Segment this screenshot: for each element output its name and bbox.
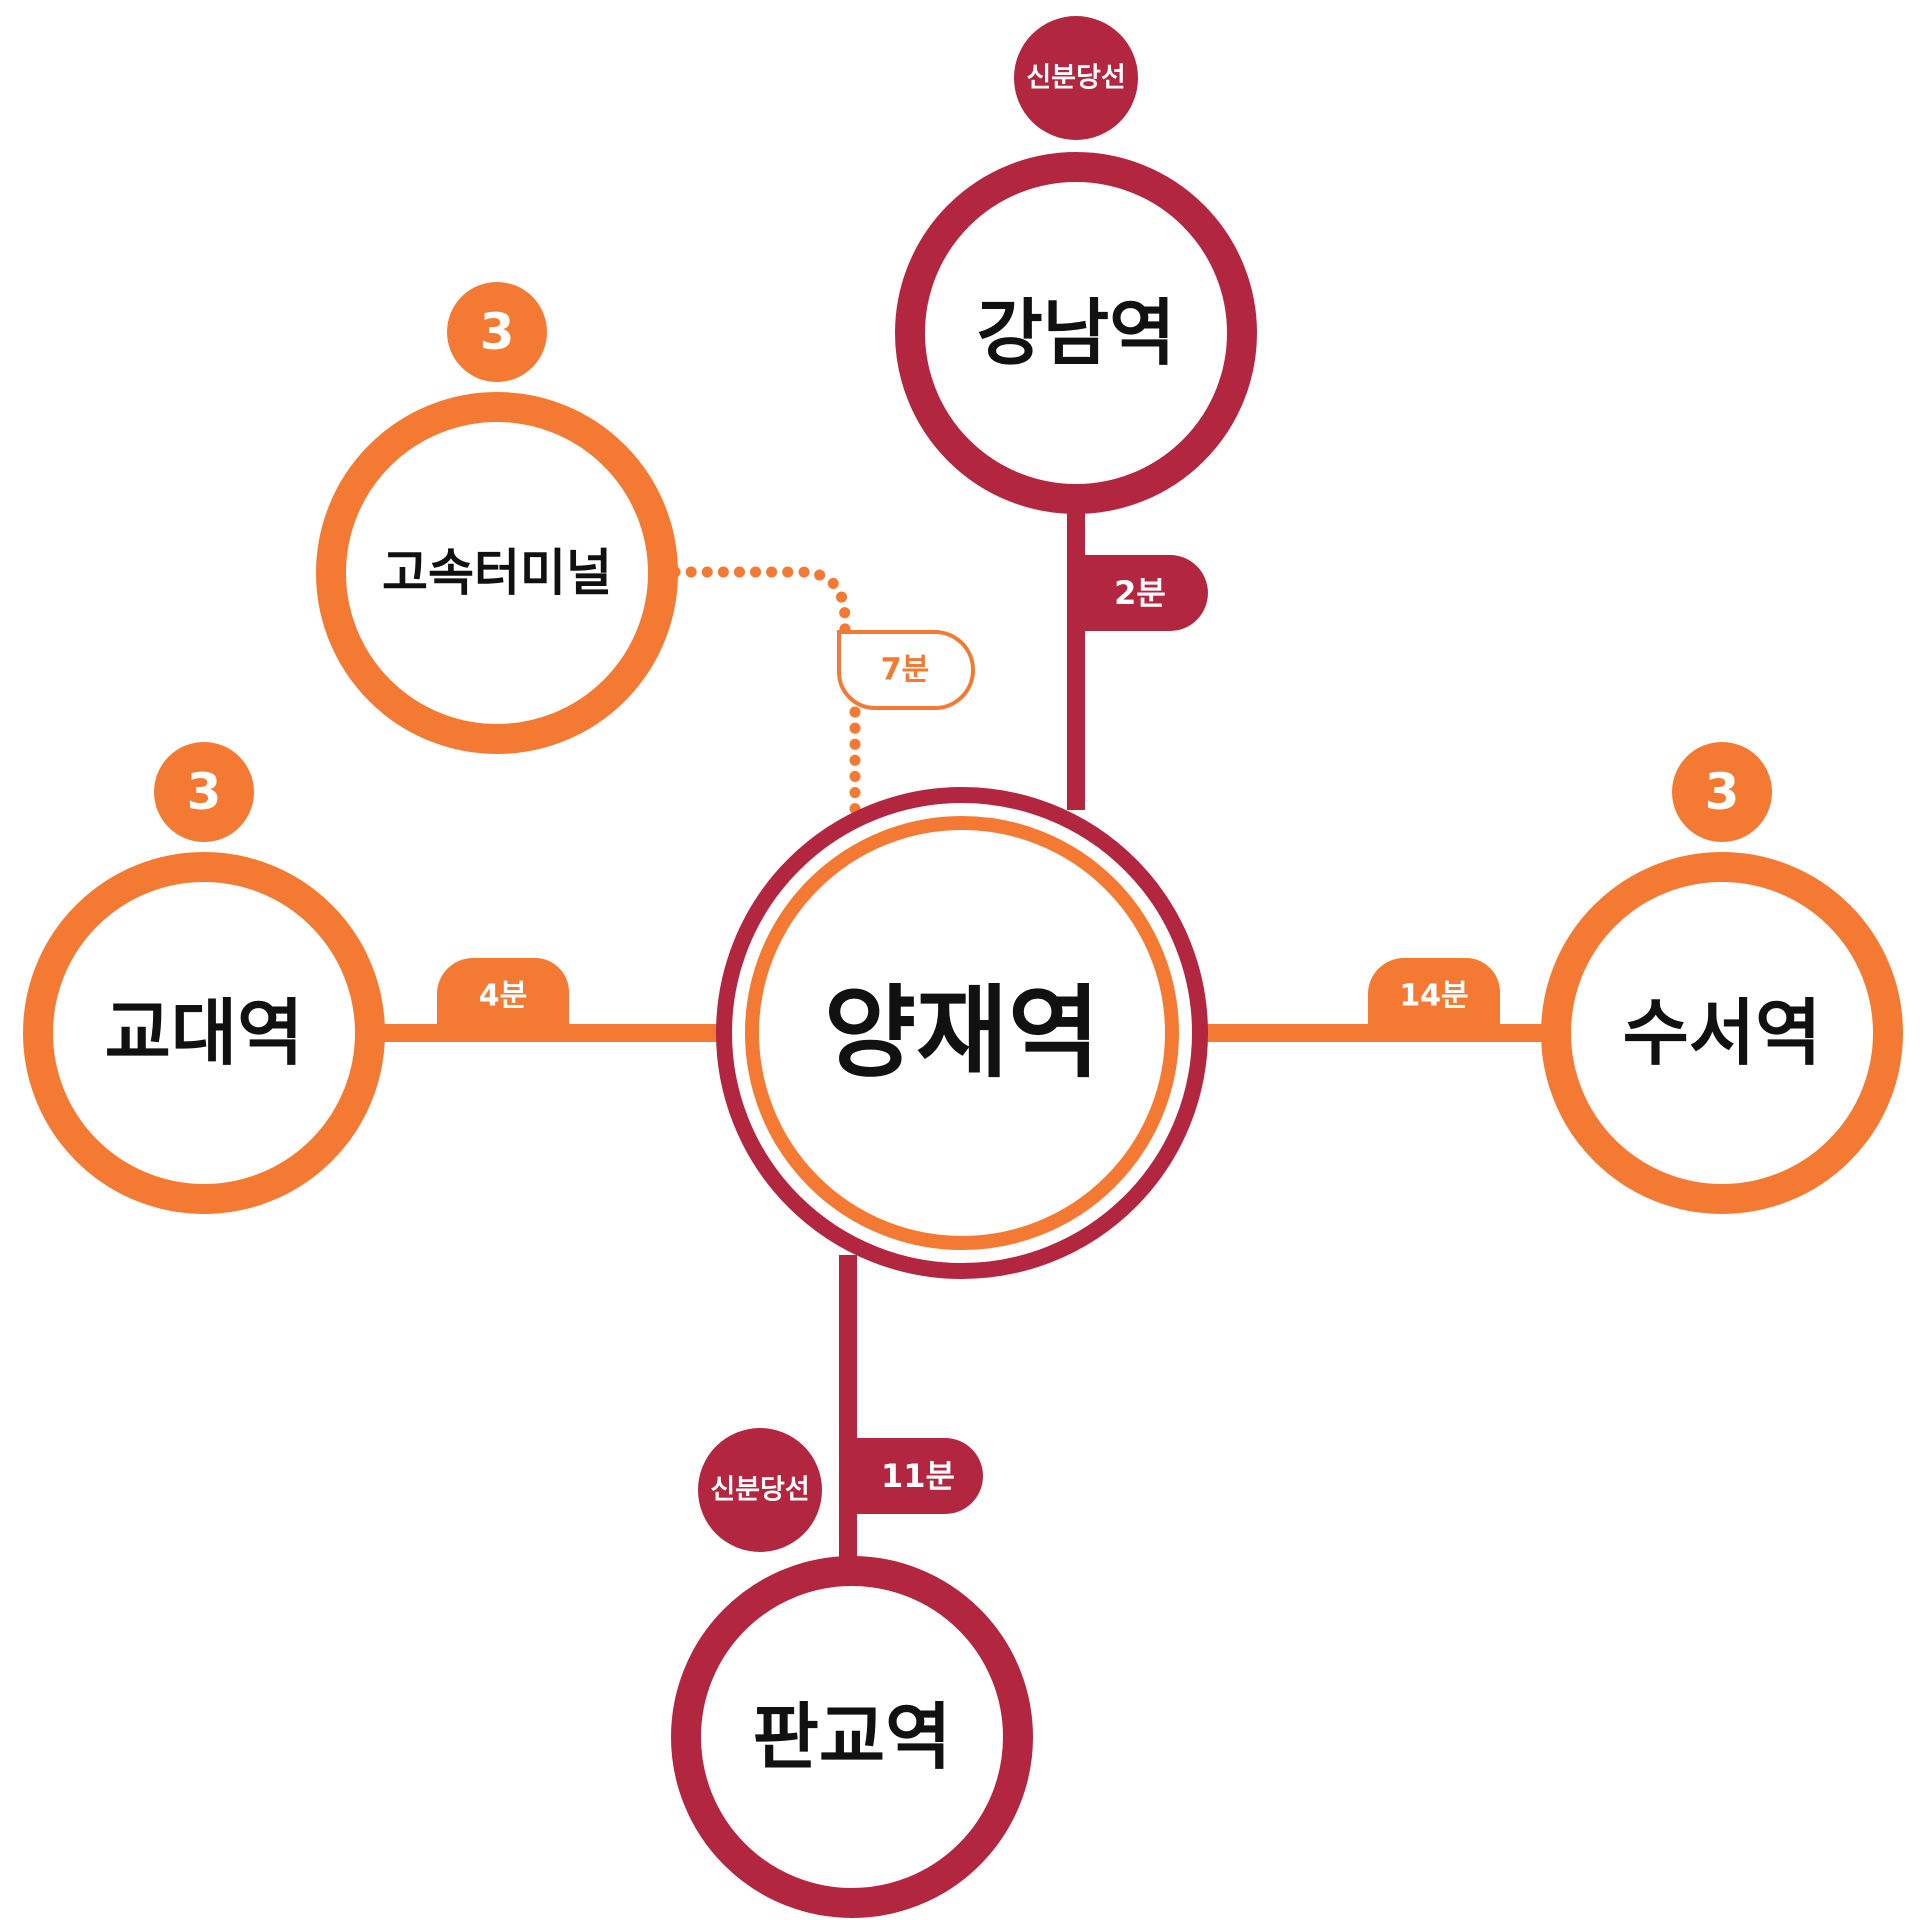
station-express-terminal[interactable]: 고속터미널 xyxy=(316,392,678,754)
station-gangnam-name: 강남역 xyxy=(977,291,1176,375)
center-station-yangjae[interactable]: 양재역 xyxy=(716,787,1208,1279)
line-badge-suseo: 3 xyxy=(1672,742,1772,842)
station-express-terminal-name: 고속터미널 xyxy=(382,544,612,602)
travel-time-badge-express-terminal: 7분 xyxy=(837,630,975,710)
line-badge-gyodae-label: 3 xyxy=(187,763,222,821)
line-badge-gyodae: 3 xyxy=(154,742,254,842)
travel-time-suseo: 14분 xyxy=(1399,979,1468,1014)
line-badge-pangyo-label: 신분당선 xyxy=(710,1475,809,1506)
dotted-line-to-express-terminal xyxy=(669,566,861,846)
station-pangyo[interactable]: 판교역 xyxy=(671,1556,1033,1918)
travel-time-gyodae: 4분 xyxy=(479,979,527,1014)
line-badge-gangnam: 신분당선 xyxy=(1014,16,1138,140)
travel-time-badge-suseo: 14분 xyxy=(1368,958,1500,1025)
line-badge-express-terminal-label: 3 xyxy=(480,303,515,361)
travel-time-express-terminal: 7분 xyxy=(881,653,929,688)
center-station-name: 양재역 xyxy=(824,975,1100,1092)
station-suseo[interactable]: 수서역 xyxy=(1541,852,1903,1214)
line-badge-express-terminal: 3 xyxy=(447,282,547,382)
station-suseo-name: 수서역 xyxy=(1623,991,1822,1075)
travel-time-gangnam: 2분 xyxy=(1114,574,1166,612)
travel-time-badge-pangyo: 11분 xyxy=(857,1438,983,1514)
line-badge-pangyo: 신분당선 xyxy=(698,1428,822,1552)
travel-time-pangyo: 11분 xyxy=(881,1457,955,1495)
station-gangnam[interactable]: 강남역 xyxy=(895,152,1257,514)
line-badge-suseo-label: 3 xyxy=(1705,763,1740,821)
station-gyodae-name: 교대역 xyxy=(105,991,304,1075)
line-badge-gangnam-label: 신분당선 xyxy=(1026,63,1125,94)
station-pangyo-name: 판교역 xyxy=(753,1695,952,1779)
travel-time-badge-gangnam: 2분 xyxy=(1085,555,1208,631)
travel-time-badge-gyodae: 4분 xyxy=(437,958,569,1025)
station-gyodae[interactable]: 교대역 xyxy=(23,852,385,1214)
